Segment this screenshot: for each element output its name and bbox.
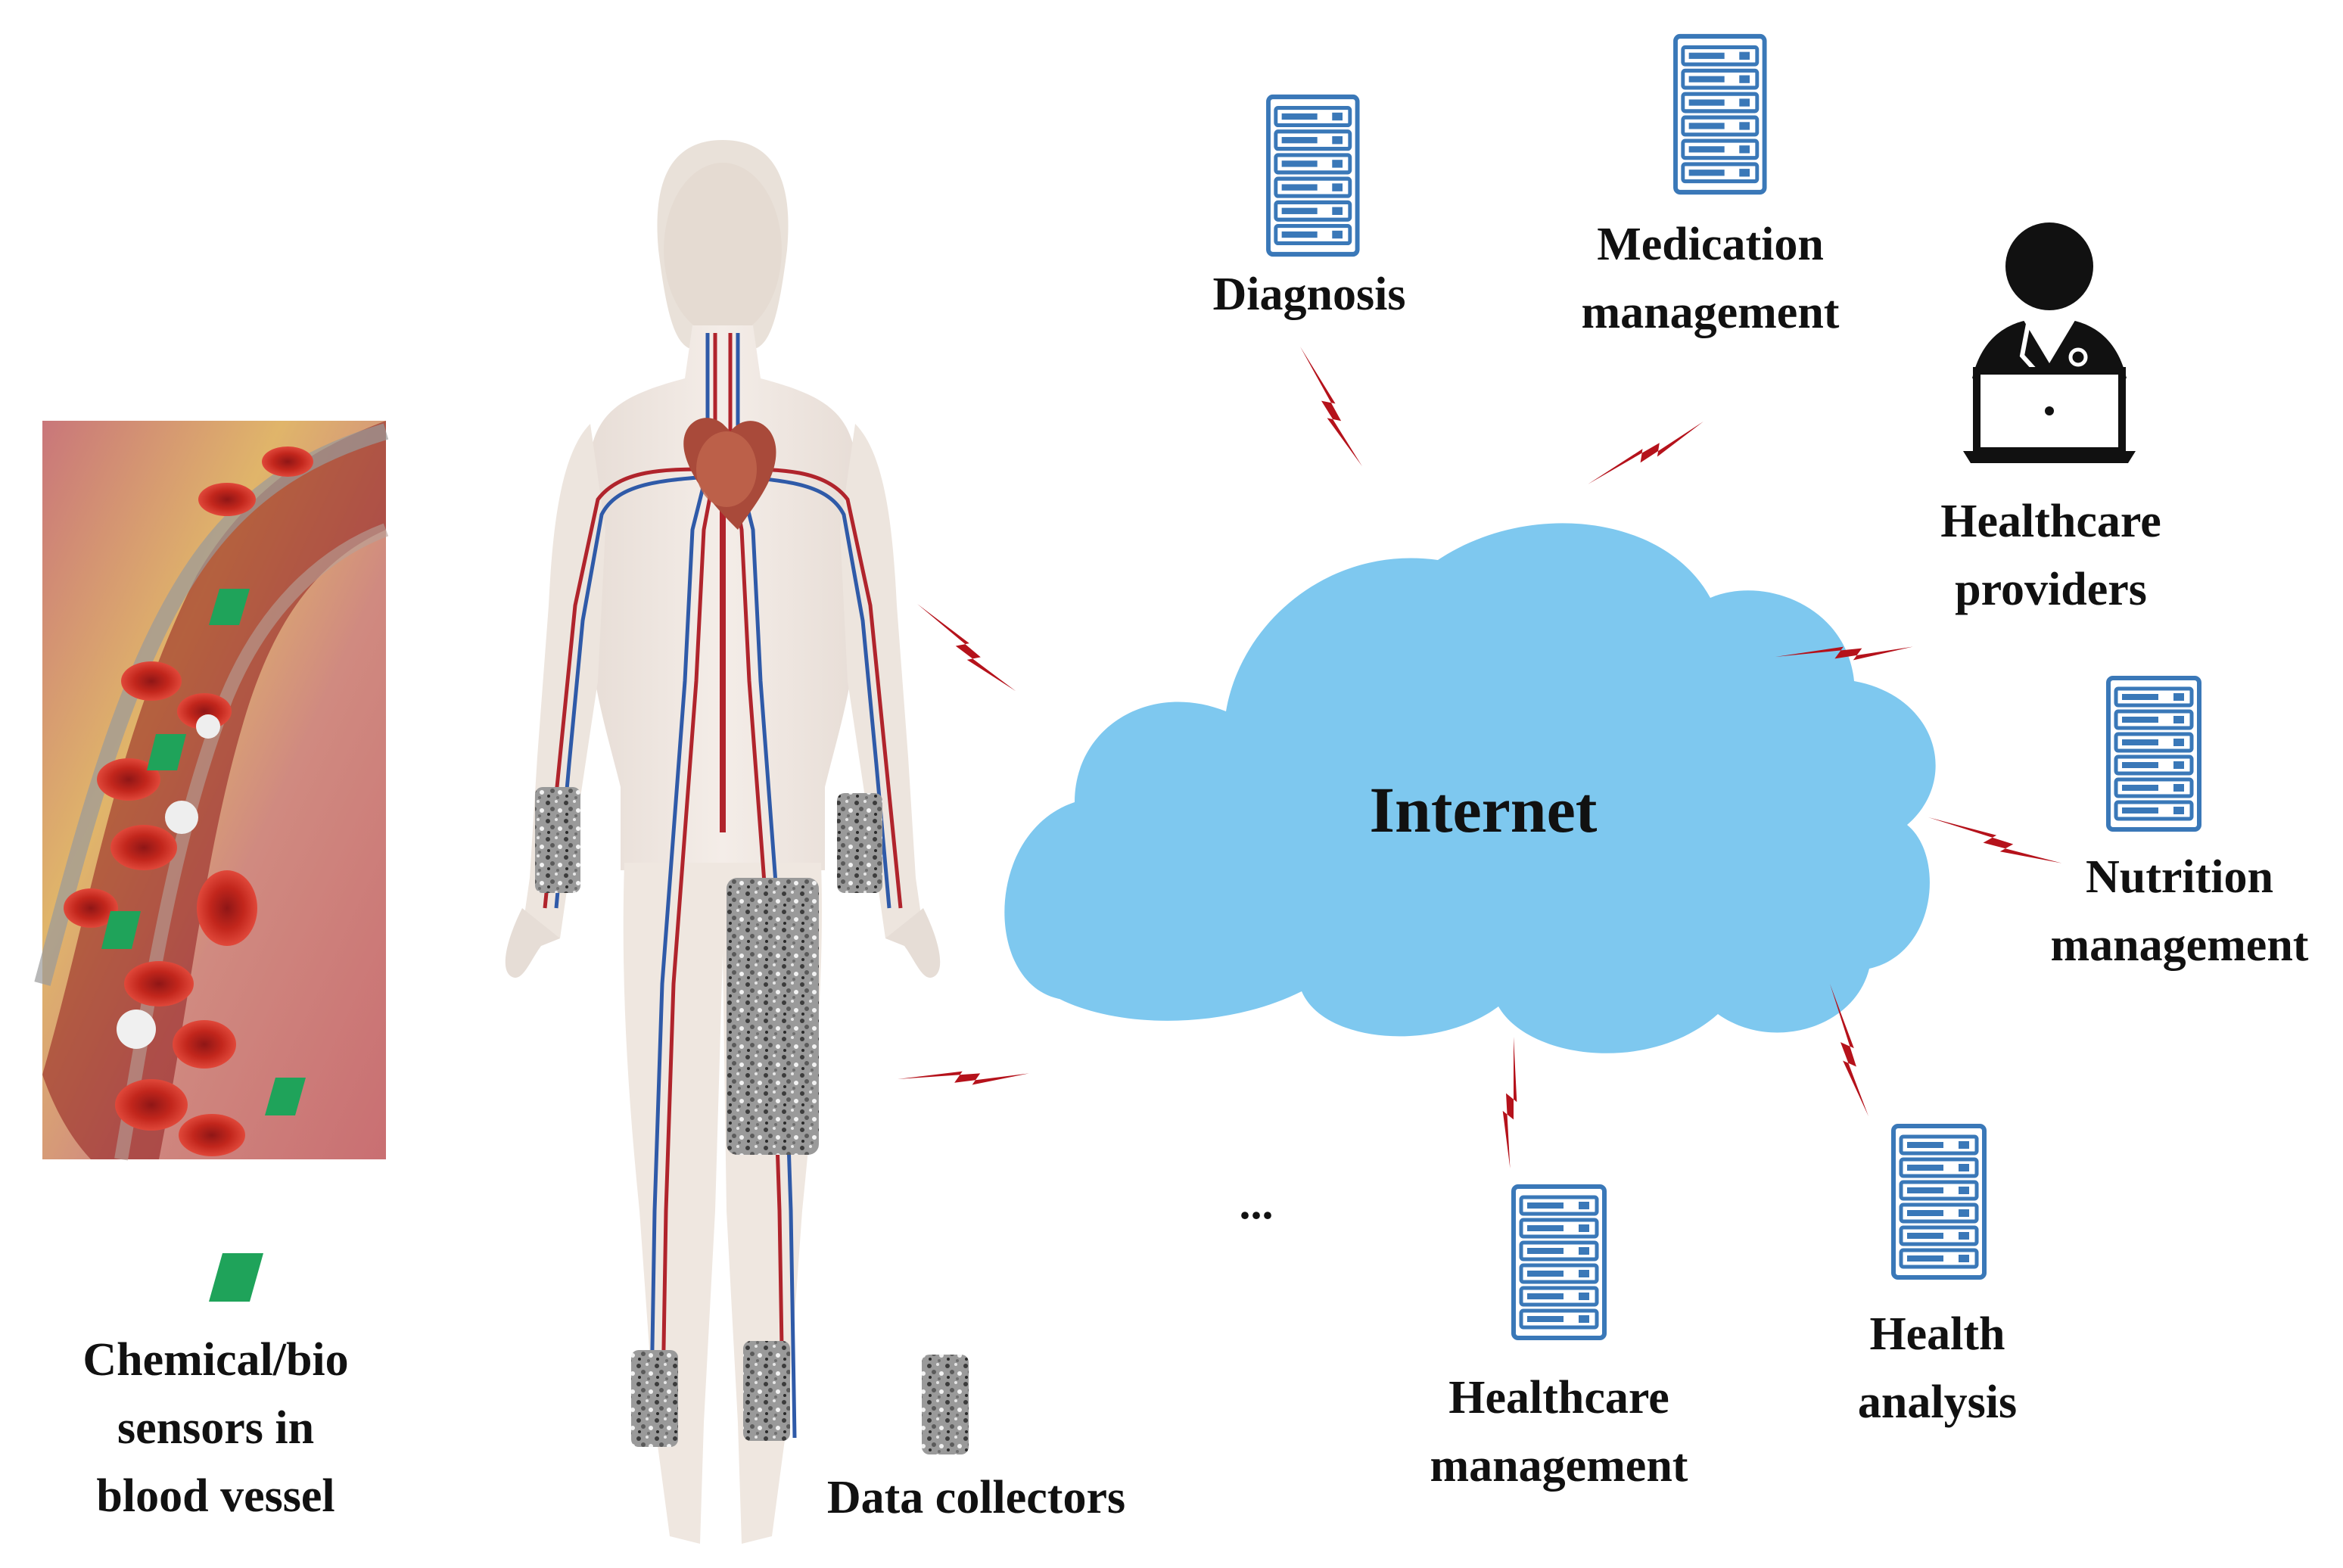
sensor-markers — [101, 589, 306, 1115]
sensors-legend-label: Chemical/bio sensors in blood vessel — [45, 1326, 386, 1530]
server-icon-diagnosis — [1268, 97, 1358, 254]
data-collector-legend-marker — [922, 1355, 969, 1454]
blood-vessel-illustration — [34, 421, 389, 1161]
healthcare-management-label-line2: management — [1430, 1440, 1688, 1492]
data-collector-left-ankle — [631, 1350, 678, 1447]
human-body-figure — [505, 140, 941, 1544]
medication-label-line2: management — [1581, 287, 1840, 338]
nutrition-label-line1: Nutrition — [2086, 851, 2273, 903]
health-analysis-label-line2: analysis — [1857, 1377, 2018, 1428]
diagnosis-label: Diagnosis — [1181, 260, 1438, 328]
server-icon-nutrition — [2108, 678, 2199, 829]
doctor-laptop-icon — [1963, 222, 2136, 463]
data-collectors-legend-text: Data collectors — [826, 1472, 1126, 1523]
lightning-bolt-body-lower — [898, 1014, 1029, 1138]
lightning-bolt-diagnosis — [1264, 347, 1399, 467]
sensors-legend-line1: Chemical/bio — [82, 1334, 349, 1386]
server-icon-medication — [1676, 36, 1765, 192]
internet-label: Internet — [1369, 773, 1598, 846]
sensors-legend-line3: blood vessel — [96, 1470, 335, 1522]
server-icon-healthcare-management — [1514, 1187, 1604, 1338]
medication-label-line1: Medication — [1597, 219, 1824, 270]
lightning-bolt-body-upper — [907, 604, 1026, 692]
sensor-legend-marker — [209, 1253, 263, 1302]
health-analysis-label-line1: Health — [1869, 1308, 2005, 1360]
nutrition-management-label: Nutrition management — [2036, 843, 2323, 979]
lightning-bolt-healthcare-management — [1452, 1037, 1572, 1168]
healthcare-management-label: Healthcare management — [1408, 1364, 1710, 1500]
server-icon-health-analysis — [1893, 1126, 1984, 1277]
providers-label-line1: Healthcare — [1940, 496, 2161, 547]
nutrition-label-line2: management — [2050, 919, 2309, 971]
data-collector-left-wrist — [535, 787, 580, 893]
health-analysis-label: Health analysis — [1816, 1300, 2058, 1436]
data-collectors-legend-label: Data collectors — [802, 1464, 1150, 1532]
providers-label-line2: providers — [1955, 564, 2147, 615]
lightning-bolt-medication — [1588, 387, 1704, 519]
sensors-legend-line2: sensors in — [117, 1402, 315, 1454]
data-collector-right-ankle — [743, 1341, 790, 1441]
healthcare-providers-label: Healthcare providers — [1915, 487, 2187, 624]
data-collector-thigh — [727, 878, 819, 1155]
data-collector-right-wrist — [837, 793, 882, 893]
healthcare-management-label-line1: Healthcare — [1448, 1372, 1669, 1423]
diagnosis-label-text: Diagnosis — [1212, 269, 1406, 320]
internet-cloud — [1004, 523, 1936, 1053]
medication-management-label: Medication management — [1559, 210, 1862, 347]
more-services-ellipsis: ... — [1239, 1178, 1274, 1228]
data-collectors-on-body — [535, 787, 882, 1447]
